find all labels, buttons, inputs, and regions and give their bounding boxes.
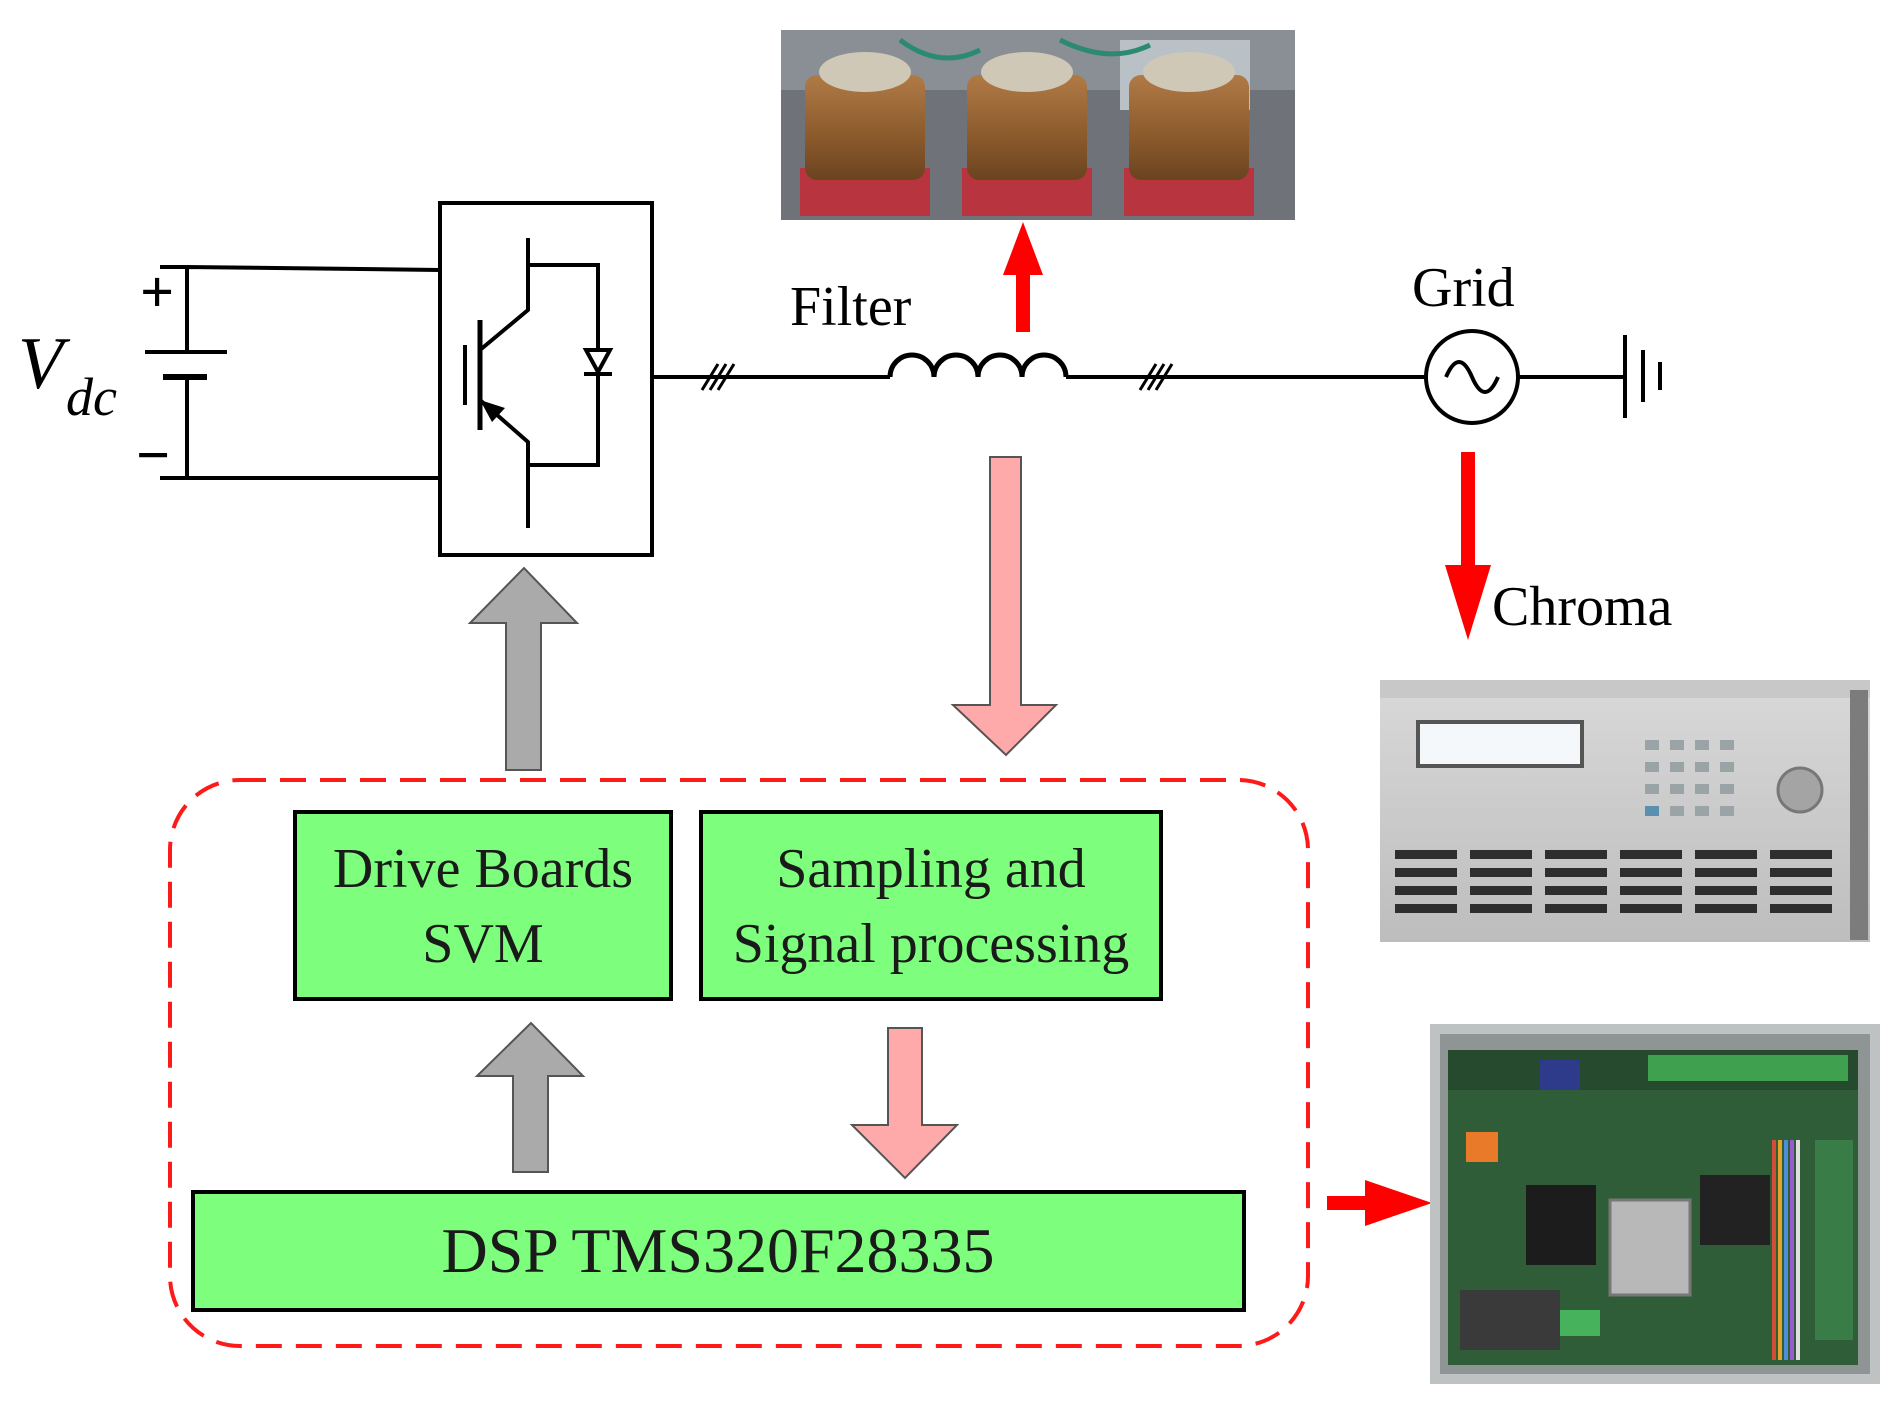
grid-simulator-photo xyxy=(1380,680,1870,942)
emitter-arrow-icon xyxy=(480,400,505,422)
inductor-core-1 xyxy=(800,52,930,216)
diode-icon xyxy=(582,348,614,377)
chroma-display xyxy=(1416,720,1584,768)
red-arrow-to-controller xyxy=(1327,1180,1432,1226)
vdc-subscript: dc xyxy=(66,367,117,427)
chroma-knob xyxy=(1776,766,1824,814)
plus-sign: + xyxy=(140,259,174,325)
pink-arrow-from-filter xyxy=(950,456,1059,757)
sampling-line2: Signal processing xyxy=(733,913,1130,975)
inductor-photo xyxy=(781,30,1295,220)
chroma-label: Chroma xyxy=(1492,576,1673,638)
dsp-block: DSP TMS320F28335 xyxy=(191,1190,1246,1312)
sampling-line1: Sampling and xyxy=(776,838,1086,900)
drive-boards-line1: Drive Boards xyxy=(333,838,633,900)
chroma-vent-slots xyxy=(1395,850,1832,913)
vdc-label: V xyxy=(18,323,71,405)
control-board-photo xyxy=(1430,1024,1880,1384)
sampling-block: Sampling and Signal processing xyxy=(699,810,1163,1001)
inductor-core-3 xyxy=(1124,52,1254,216)
pink-arrow-to-dsp xyxy=(849,1027,960,1180)
three-phase-mark-1 xyxy=(700,363,736,391)
drive-boards-line2: SVM xyxy=(422,913,543,975)
gray-arrow-to-drive xyxy=(474,1021,586,1173)
gray-arrow-to-inverter xyxy=(467,566,580,771)
filter-inductor-icon xyxy=(887,352,1069,378)
inverter-igbt-module xyxy=(438,201,654,557)
ribbon-cable xyxy=(1772,1140,1800,1360)
three-phase-mark-2 xyxy=(1138,363,1174,391)
ac-line: Filter Grid xyxy=(652,257,1662,425)
inverter-box xyxy=(438,201,654,557)
red-arrow-to-chroma xyxy=(1445,452,1491,640)
red-arrow-to-inductors xyxy=(1003,222,1043,332)
inductor-core-2 xyxy=(962,52,1092,216)
grid-label: Grid xyxy=(1412,257,1515,319)
drive-boards-block: Drive Boards SVM xyxy=(293,810,673,1001)
ground-icon xyxy=(1623,335,1662,418)
dsp-label: DSP TMS320F28335 xyxy=(441,1215,994,1286)
filter-label: Filter xyxy=(790,276,912,338)
dc-positive-wire xyxy=(185,264,441,352)
control-unit-boundary xyxy=(168,778,1310,1348)
dc-negative-wire xyxy=(185,377,440,480)
dc-source: V dc + − xyxy=(18,259,441,488)
